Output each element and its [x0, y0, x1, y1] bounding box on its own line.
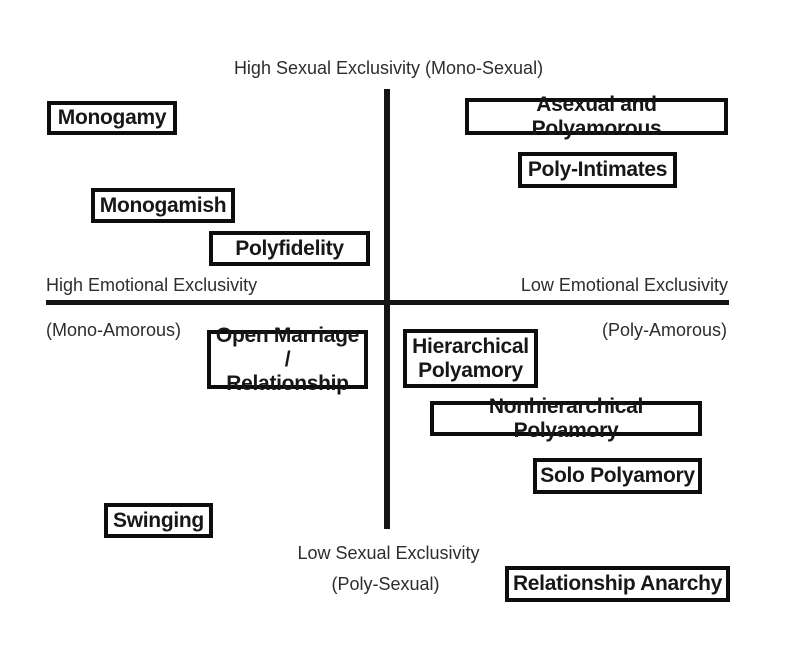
- axis-label-bottom: Low Sexual Exclusivity: [297, 543, 480, 563]
- axis-label-left: High Emotional Exclusivity: [46, 275, 258, 295]
- node-box-asexual-and-polyamorous: Asexual and Polyamorous: [465, 93, 728, 140]
- node-box-open-marriage-relationship: Open Marriage / Relationship: [207, 324, 368, 395]
- axis-sublabel-left: (Mono-Amorous): [46, 320, 182, 340]
- node-box-hierarchical-polyamory: Hierarchical Polyamory: [403, 329, 538, 388]
- axis-label-top: High Sexual Exclusivity (Mono-Sexual): [233, 58, 544, 78]
- axis-sublabel-bottom: (Poly-Sexual): [331, 574, 440, 594]
- horizontal-axis-line: [46, 300, 729, 305]
- node-box-swinging: Swinging: [104, 503, 213, 538]
- node-box-solo-polyamory: Solo Polyamory: [533, 458, 702, 494]
- node-box-nonhierarchical-polyamory: Nonhierarchical Polyamory: [430, 395, 702, 442]
- node-box-monogamy: Monogamy: [47, 101, 177, 135]
- vertical-axis-line: [384, 89, 390, 529]
- node-box-polyfidelity: Polyfidelity: [209, 231, 370, 266]
- node-box-relationship-anarchy: Relationship Anarchy: [505, 566, 730, 602]
- axis-label-right: Low Emotional Exclusivity: [520, 275, 728, 295]
- axis-sublabel-right: (Poly-Amorous): [601, 320, 727, 340]
- node-box-poly-intimates: Poly-Intimates: [518, 152, 677, 188]
- node-box-monogamish: Monogamish: [91, 188, 235, 223]
